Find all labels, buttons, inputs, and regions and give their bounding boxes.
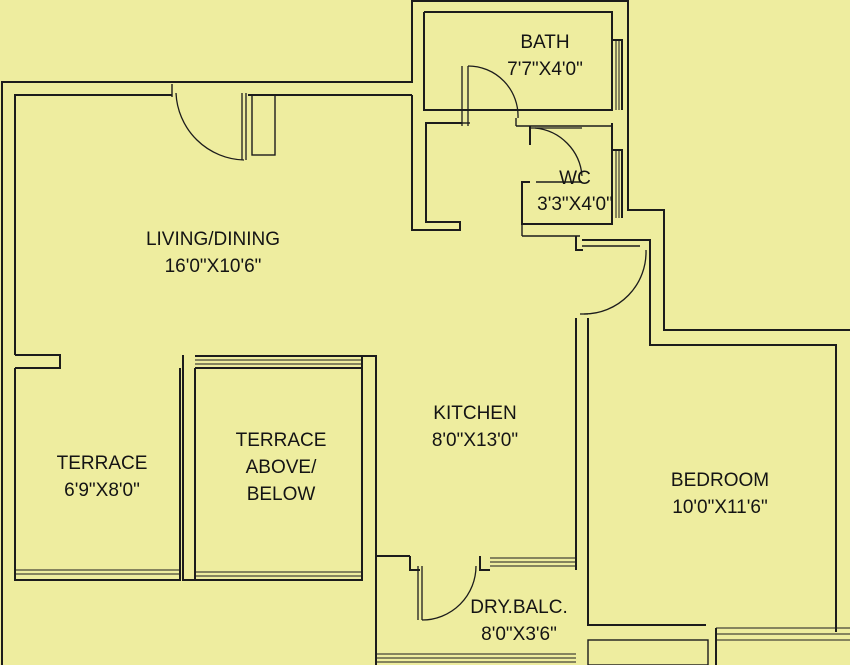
terrace-above-line3: BELOW xyxy=(247,484,316,505)
living-size: 16'0"X10'6" xyxy=(165,256,262,277)
kitchen-size: 8'0"X13'0" xyxy=(432,430,518,451)
bedroom-name: BEDROOM xyxy=(671,470,769,491)
terrace-name: TERRACE xyxy=(57,453,148,474)
kitchen-name: KITCHEN xyxy=(433,403,516,424)
bath-name: BATH xyxy=(520,32,569,53)
terrace-size: 6'9"X8'0" xyxy=(64,480,140,501)
terrace-above-line1: TERRACE xyxy=(236,430,327,451)
bath-size: 7'7"X4'0" xyxy=(507,59,583,80)
terrace-above-line2: ABOVE/ xyxy=(246,457,317,478)
bedroom-size: 10'0"X11'6" xyxy=(672,497,767,518)
bath-door xyxy=(461,65,612,127)
terrace-above-walls xyxy=(182,355,410,581)
dry-balcony-name: DRY.BALC. xyxy=(470,597,568,618)
bedroom-walls xyxy=(575,236,850,665)
wc-size: 3'3"X4'0" xyxy=(537,194,613,215)
dry-balcony-walls xyxy=(375,556,576,665)
living-name: LIVING/DINING xyxy=(146,229,280,250)
bath-walls xyxy=(423,11,623,111)
terrace-walls xyxy=(14,354,181,581)
entrance-door xyxy=(171,84,276,161)
wc-walls xyxy=(521,123,623,237)
dry-balcony-size: 8'0"X3'6" xyxy=(481,624,557,645)
wc-name: WC xyxy=(559,168,591,189)
